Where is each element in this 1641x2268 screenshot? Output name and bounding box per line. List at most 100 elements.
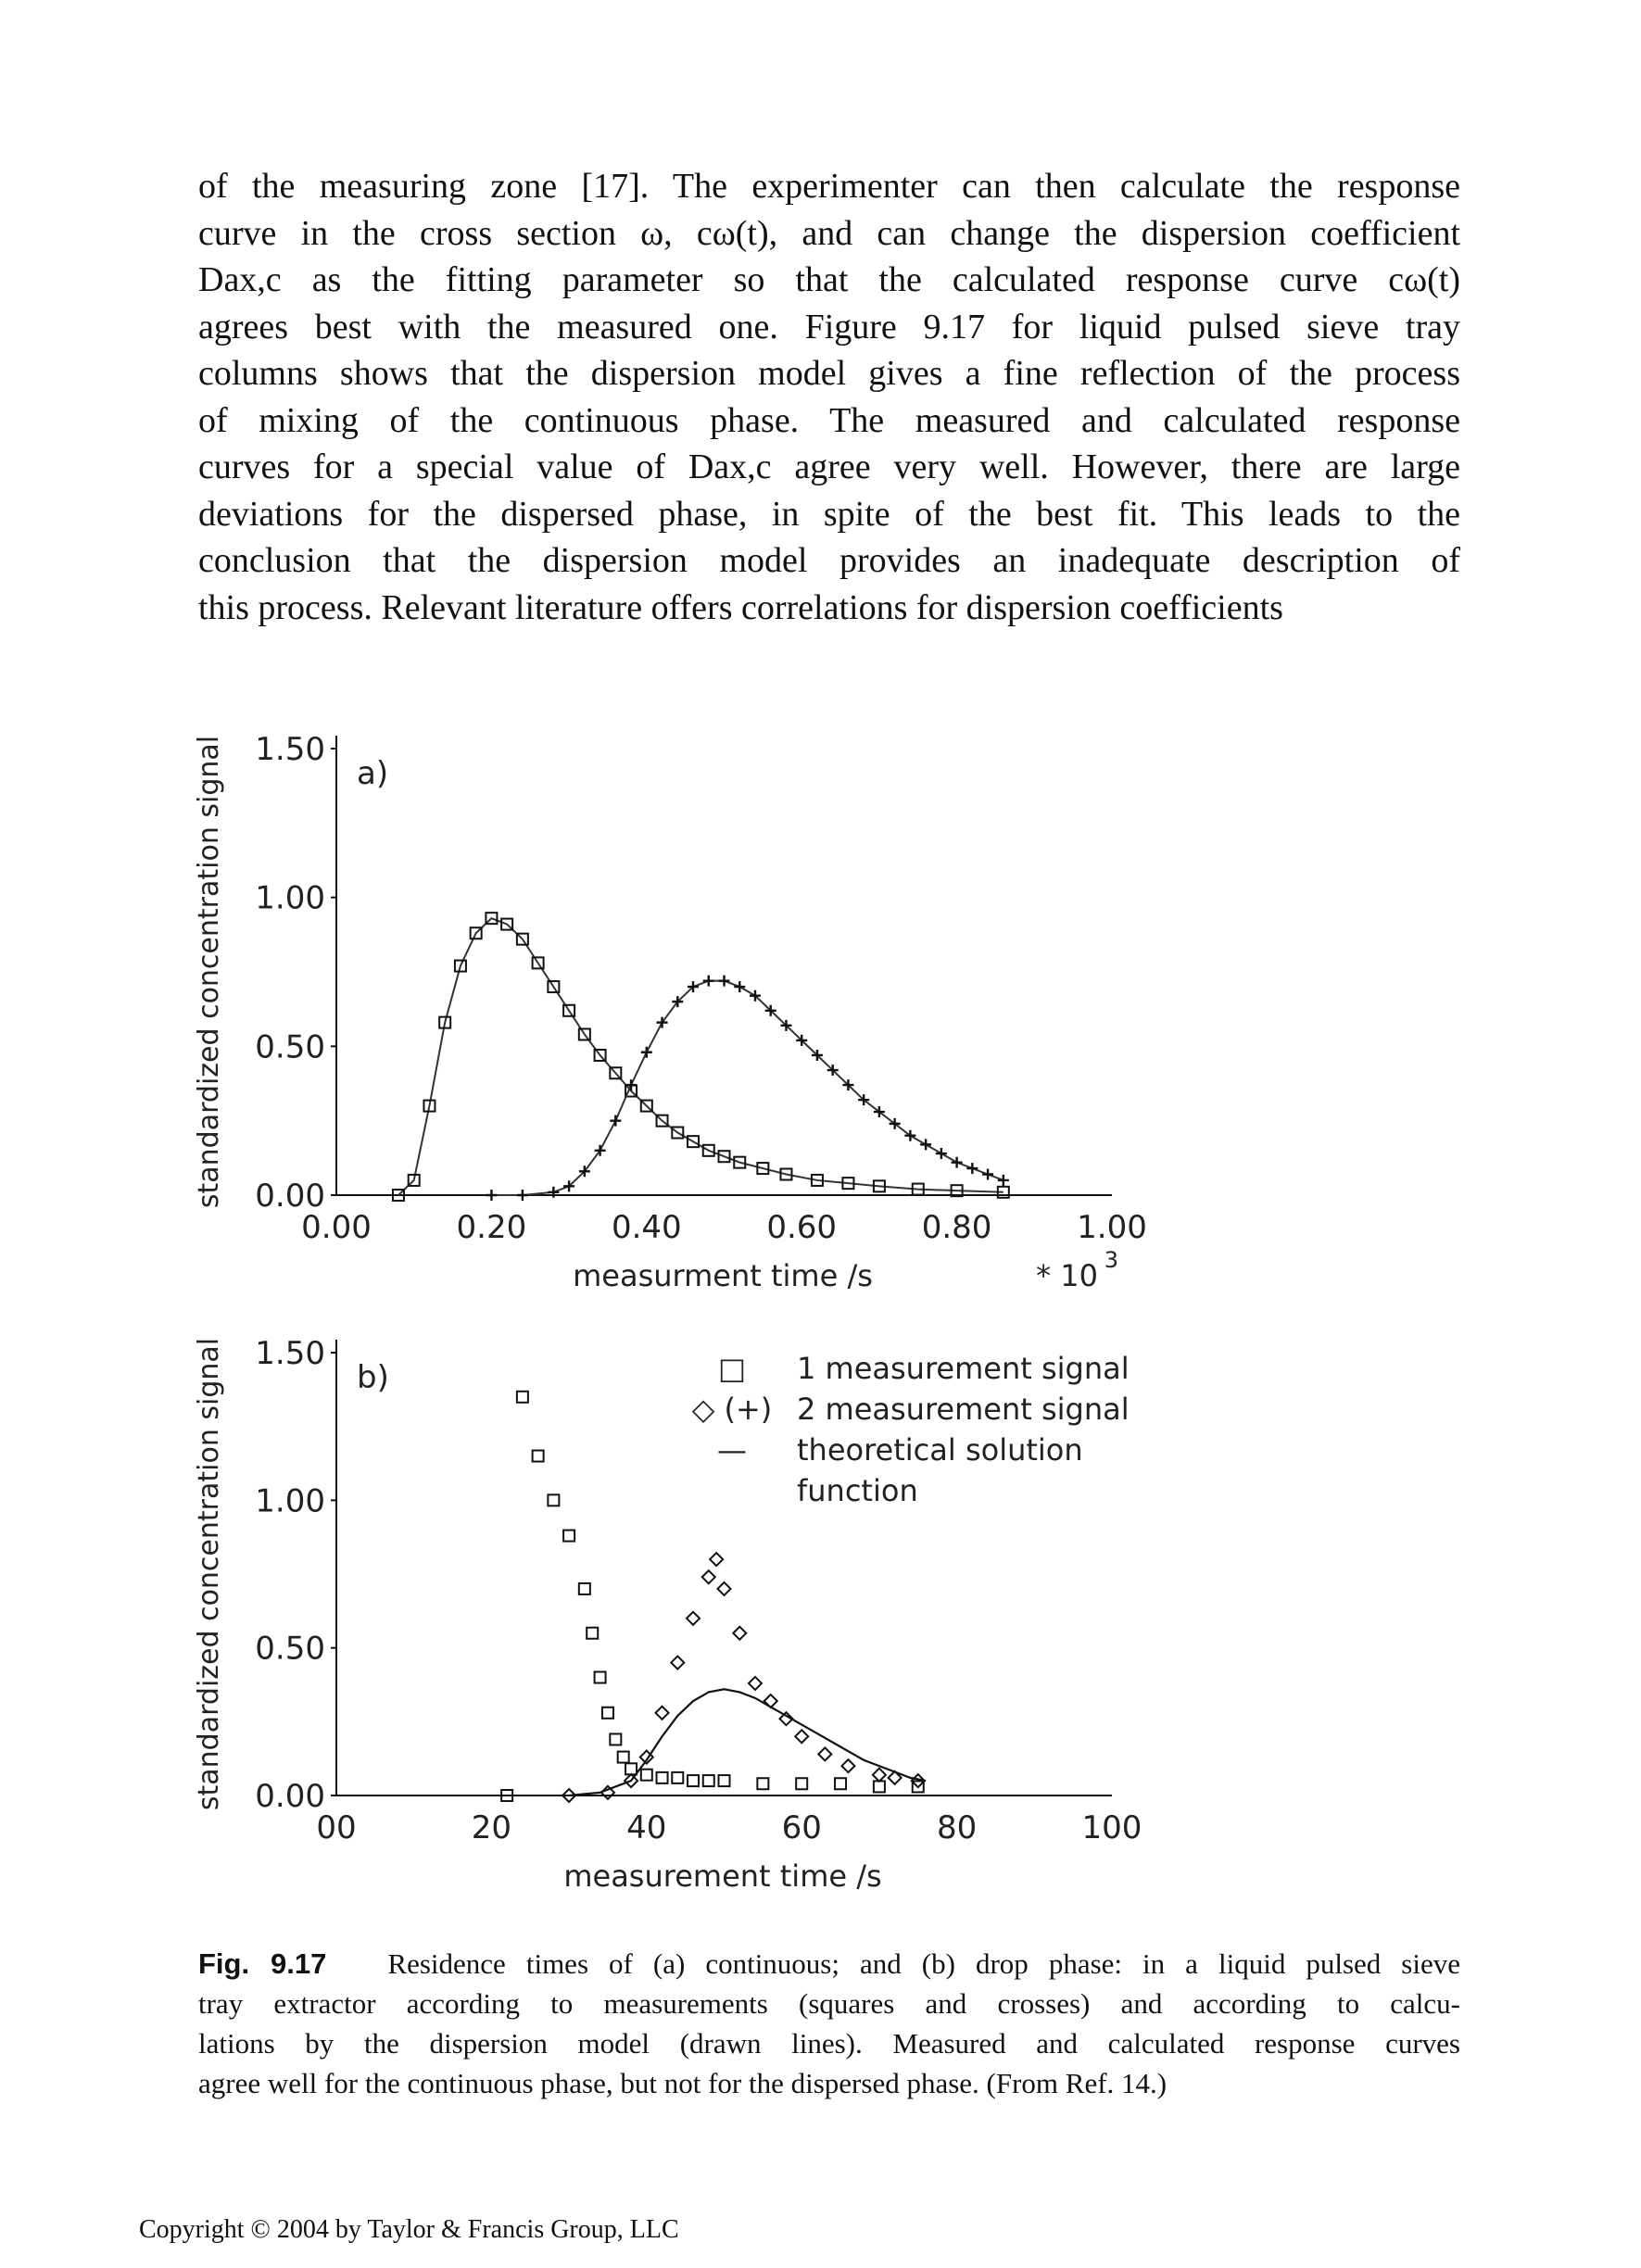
- data-point-square: [469, 926, 483, 940]
- x-tick-label: 80: [937, 1809, 977, 1846]
- y-tick-label: 0.00: [255, 1778, 325, 1815]
- data-point-cross: [951, 1156, 963, 1168]
- caption-line: Fig. 9.17 Residence times of (a) continu…: [198, 1944, 1460, 1984]
- copyright-footer: Copyright © 2004 by Taylor & Francis Gro…: [139, 2215, 679, 2244]
- x-tick-label: 0.40: [612, 1209, 682, 1246]
- data-point-cross: [640, 1046, 652, 1058]
- figure-caption: Fig. 9.17 Residence times of (a) continu…: [198, 1944, 1460, 2103]
- legend-label: function: [797, 1473, 918, 1508]
- data-point-square: [717, 1150, 731, 1164]
- data-point-diamond: [561, 1787, 577, 1804]
- data-point-square: [500, 917, 514, 931]
- body-paragraph: of the measuring zone [17]. The experime…: [198, 163, 1460, 631]
- data-point-square: [609, 1066, 623, 1080]
- y-axis-label: standardized concentration signal: [193, 1338, 225, 1810]
- data-point-cross: [594, 1144, 606, 1156]
- y-tick-label: 0.00: [255, 1178, 325, 1215]
- body-line: of mixing of the continuous phase. The m…: [198, 400, 1460, 440]
- data-point-diamond: [840, 1758, 856, 1774]
- data-point-square: [701, 1774, 715, 1788]
- x-tick-label: 60: [782, 1809, 822, 1846]
- data-point-square: [911, 1780, 925, 1794]
- data-point-square: [515, 1390, 529, 1404]
- data-point-square: [609, 1732, 623, 1746]
- data-point-square: [779, 1167, 793, 1181]
- data-point-cross: [625, 1079, 637, 1091]
- data-point-square: [911, 1182, 925, 1196]
- data-point-square: [593, 1048, 607, 1062]
- data-point-diamond: [731, 1625, 748, 1642]
- body-line: agrees best with the measured one. Figur…: [198, 307, 1460, 346]
- data-point-diamond: [816, 1745, 833, 1762]
- y-tick-label: 1.50: [255, 1335, 325, 1372]
- x-tick-label: 0.20: [457, 1209, 527, 1246]
- data-point-square: [687, 1135, 701, 1149]
- body-line: curves for a special value of Dax,c agre…: [198, 447, 1460, 486]
- data-point-cross: [827, 1065, 839, 1077]
- data-point-square: [795, 1777, 809, 1791]
- data-point-diamond: [654, 1705, 670, 1721]
- data-point-square: [841, 1177, 855, 1191]
- data-point-square: [616, 1750, 630, 1764]
- data-point-cross: [811, 1049, 823, 1061]
- data-point-square: [756, 1162, 770, 1176]
- data-point-diamond: [887, 1770, 903, 1786]
- x-tick-label: 1.00: [1077, 1209, 1147, 1246]
- x-tick-label: 40: [626, 1809, 666, 1846]
- data-point-cross: [997, 1174, 1009, 1186]
- data-point-diamond: [669, 1655, 686, 1671]
- data-point-diamond: [871, 1767, 888, 1783]
- x-tick-label: 0.00: [301, 1209, 372, 1246]
- data-point-square: [655, 1114, 669, 1128]
- y-tick-label: 1.50: [255, 731, 325, 768]
- y-axis-label: standardized concentration signal: [193, 736, 225, 1208]
- data-point-square: [531, 1449, 545, 1463]
- data-point-square: [717, 1774, 731, 1788]
- data-point-cross: [780, 1019, 792, 1031]
- data-point-cross: [486, 1190, 498, 1201]
- data-point-cross: [904, 1129, 916, 1141]
- data-point-cross: [516, 1190, 528, 1201]
- data-point-square: [577, 1581, 591, 1595]
- data-point-square: [531, 956, 545, 970]
- data-point-square: [586, 1626, 600, 1640]
- data-point-square: [562, 1529, 576, 1543]
- data-point-cross: [734, 981, 746, 993]
- data-point-square: [500, 1789, 514, 1802]
- data-point-square: [671, 1770, 685, 1784]
- data-point-cross: [935, 1148, 947, 1160]
- y-tick-label: 1.00: [255, 1482, 325, 1519]
- data-point-diamond: [763, 1693, 779, 1709]
- series-trace: [398, 916, 1004, 1196]
- data-point-diamond: [701, 1569, 717, 1585]
- data-point-cross: [672, 996, 684, 1008]
- data-point-square: [671, 1126, 685, 1140]
- x-tick-label: 0.80: [922, 1209, 992, 1246]
- caption-line: agree well for the continuous phase, but…: [198, 2067, 1168, 2099]
- legend-label: 2 measurement signal: [797, 1392, 1130, 1427]
- data-point-square: [834, 1777, 848, 1791]
- body-line: conclusion that the dispersion model pro…: [198, 541, 1460, 580]
- data-point-square: [485, 912, 499, 926]
- data-point-square: [391, 1189, 405, 1202]
- data-point-cross: [764, 1004, 776, 1016]
- data-point-square: [639, 1768, 653, 1782]
- data-point-square: [639, 1099, 653, 1113]
- data-point-square: [625, 1762, 638, 1776]
- data-point-square: [872, 1179, 886, 1193]
- data-point-square: [438, 1015, 452, 1029]
- data-point-cross: [982, 1168, 994, 1180]
- data-point-square: [423, 1099, 436, 1113]
- data-point-square: [593, 1670, 607, 1684]
- data-point-diamond: [793, 1728, 810, 1745]
- data-point-cross: [688, 981, 700, 993]
- body-line: of the measuring zone [17]. The experime…: [198, 167, 1460, 206]
- data-point-diamond: [623, 1772, 639, 1789]
- panel-label: a): [357, 755, 388, 792]
- data-point-square: [562, 1003, 576, 1017]
- legend-label: theoretical solution: [797, 1432, 1083, 1468]
- data-point-diamond: [685, 1610, 701, 1627]
- data-point-cross: [749, 989, 761, 1002]
- data-point-diamond: [778, 1710, 794, 1727]
